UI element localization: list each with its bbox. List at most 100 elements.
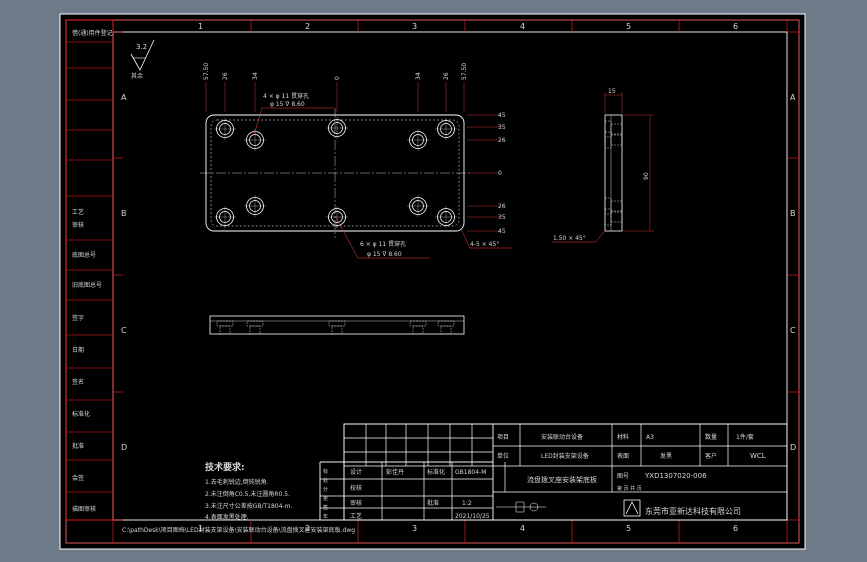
zone-row-right-D: D bbox=[790, 443, 796, 452]
roughness-symbol: 3.2 其余 bbox=[130, 39, 155, 80]
zone-row-left-D: D bbox=[121, 443, 127, 452]
right-dimension-value: 35 bbox=[498, 124, 506, 131]
chamfer-callout: 4-5 × 45° bbox=[460, 228, 512, 249]
side-view-counterbores bbox=[604, 120, 623, 226]
surface-label: 表面 bbox=[617, 452, 629, 460]
project-value: 安装联动台设备 bbox=[541, 433, 583, 441]
sign-label: 校核 bbox=[350, 484, 362, 492]
surface-value: 发黑 bbox=[660, 452, 672, 460]
zone-row-right-B: B bbox=[790, 209, 796, 218]
notes-title: 技术要求: bbox=[205, 461, 245, 473]
zone-col-bottom-5: 5 bbox=[626, 524, 631, 533]
left-column-label: 签字 bbox=[72, 314, 84, 322]
drawing-label: 图号 bbox=[617, 473, 629, 480]
customer-value: WCL bbox=[750, 452, 766, 460]
revision-header-label: 年 bbox=[323, 513, 328, 520]
counterbore-hole bbox=[435, 206, 457, 228]
side-chamfer-text: 1.50 × 45° bbox=[553, 235, 586, 242]
left-column-label: 会签 bbox=[72, 474, 84, 482]
right-dimension-value: 35 bbox=[498, 214, 506, 221]
left-column-label: 审核 bbox=[72, 221, 84, 229]
zone-col-bottom-1: 1 bbox=[198, 524, 203, 533]
right-dimension-value: 0 bbox=[498, 170, 502, 177]
file-path: C:\pathDesk\项目图档\LED封装支架设备\安装联动台设备\流盘拨叉座… bbox=[122, 526, 355, 534]
counterbore-hole bbox=[214, 118, 236, 140]
projection-symbol-icon bbox=[496, 501, 546, 513]
bottom-view[interactable] bbox=[209, 315, 465, 335]
hole-callout-top-line2: φ 15 ∇ 8.60 bbox=[270, 101, 305, 108]
revision-header-label: 分 bbox=[323, 486, 328, 493]
zone-col-bottom-2: 2 bbox=[305, 524, 310, 533]
top-dimension-value: 34 bbox=[252, 72, 259, 80]
technical-requirements: 技术要求: 1.去毛刺锐边,倒钝锐角. 2.未注倒角C0.5,未注圆角R0.5.… bbox=[205, 461, 292, 521]
project-label: 项目 bbox=[497, 434, 509, 441]
material-label: 材料 bbox=[617, 433, 629, 441]
part-name: 流盘拨叉座安装架底板 bbox=[527, 475, 597, 484]
unit-label: 单位 bbox=[497, 452, 509, 460]
hole-callout-bottom: 6 × φ 11 贯穿孔 φ 15 ∇ 8.60 bbox=[334, 215, 430, 259]
left-column-label: 批准 bbox=[72, 442, 84, 450]
chamfer-text: 4-5 × 45° bbox=[470, 241, 499, 248]
hole-callout-bottom-line2: φ 15 ∇ 8.60 bbox=[367, 251, 402, 258]
page-label: 第 页 共 页 bbox=[617, 485, 642, 492]
left-column-label: 工艺 bbox=[72, 208, 84, 216]
standardize-label: 标准化 bbox=[427, 468, 445, 476]
company-logo-icon bbox=[623, 499, 641, 517]
side-chamfer-callout: 1.50 × 45° bbox=[552, 228, 607, 243]
top-dimension-value: 0 bbox=[334, 76, 341, 80]
note-line-3: 3.未注尺寸公差按GB/T1804-m. bbox=[205, 502, 292, 510]
unit-value: LED封装支架设备 bbox=[541, 452, 589, 460]
sign-label: 设计 bbox=[350, 468, 362, 476]
right-dimension-value: 45 bbox=[498, 228, 506, 235]
outer-frame bbox=[59, 13, 806, 550]
side-width-dimension: 15 bbox=[604, 88, 623, 114]
company-name: 东莞市亚新达科技有限公司 bbox=[645, 506, 741, 516]
zone-col-top-3: 3 bbox=[412, 22, 417, 31]
roughness-note: 其余 bbox=[131, 72, 143, 80]
revision-header-label: 签 bbox=[323, 504, 328, 511]
top-dimension-value: 26 bbox=[443, 72, 450, 80]
zone-row-right-C: C bbox=[790, 326, 796, 335]
sign-label: 工艺 bbox=[350, 512, 362, 520]
counterbore-hole bbox=[244, 195, 266, 217]
side-view-outline bbox=[604, 114, 623, 232]
zone-row-left-A: A bbox=[121, 93, 127, 102]
date-value: 2021/10/25 bbox=[455, 513, 490, 520]
roughness-value: 3.2 bbox=[136, 43, 147, 51]
zone-col-bottom-4: 4 bbox=[520, 524, 525, 533]
top-dimension-value: 57.50 bbox=[461, 63, 468, 80]
left-column-label: 借(通)用件登记 bbox=[72, 29, 113, 37]
zone-col-top-1: 1 bbox=[198, 22, 203, 31]
top-dimension-value: 57.50 bbox=[203, 63, 210, 80]
left-column-label: 旧底图总号 bbox=[72, 281, 102, 289]
drawing-number: YXD1307020-006 bbox=[644, 472, 707, 480]
scale-value: 1:2 bbox=[462, 500, 472, 507]
counterbore-hole bbox=[407, 129, 429, 151]
approve-label: 批准 bbox=[427, 499, 439, 507]
hole-callout-top: 4 × φ 11 贯穿孔 φ 15 ∇ 8.60 bbox=[253, 92, 334, 136]
zone-col-top-5: 5 bbox=[626, 22, 631, 31]
standard-value: GB1804-M bbox=[455, 469, 486, 476]
bottom-view-counterbores bbox=[216, 320, 455, 335]
customer-label: 客户 bbox=[705, 452, 717, 460]
zone-col-bottom-6: 6 bbox=[733, 524, 738, 533]
zone-row-left-B: B bbox=[121, 209, 127, 218]
zone-row-right-A: A bbox=[790, 93, 796, 102]
note-line-2: 2.未注倒角C0.5,未注圆角R0.5. bbox=[205, 490, 290, 498]
drawing-sheet bbox=[60, 14, 805, 549]
counterbore-hole bbox=[326, 206, 348, 228]
counterbore-hole bbox=[214, 206, 236, 228]
material-value: A3 bbox=[646, 434, 654, 441]
top-dimension-value: 26 bbox=[222, 72, 229, 80]
hole-callout-top-line1: 4 × φ 11 贯穿孔 bbox=[263, 92, 309, 100]
zone-col-top-6: 6 bbox=[733, 22, 738, 31]
qty-label: 数量 bbox=[705, 433, 717, 441]
counterbore-hole bbox=[435, 118, 457, 140]
right-dimension-value: 26 bbox=[498, 137, 506, 144]
side-view[interactable]: 15 90 1.50 × 45° bbox=[552, 88, 654, 243]
